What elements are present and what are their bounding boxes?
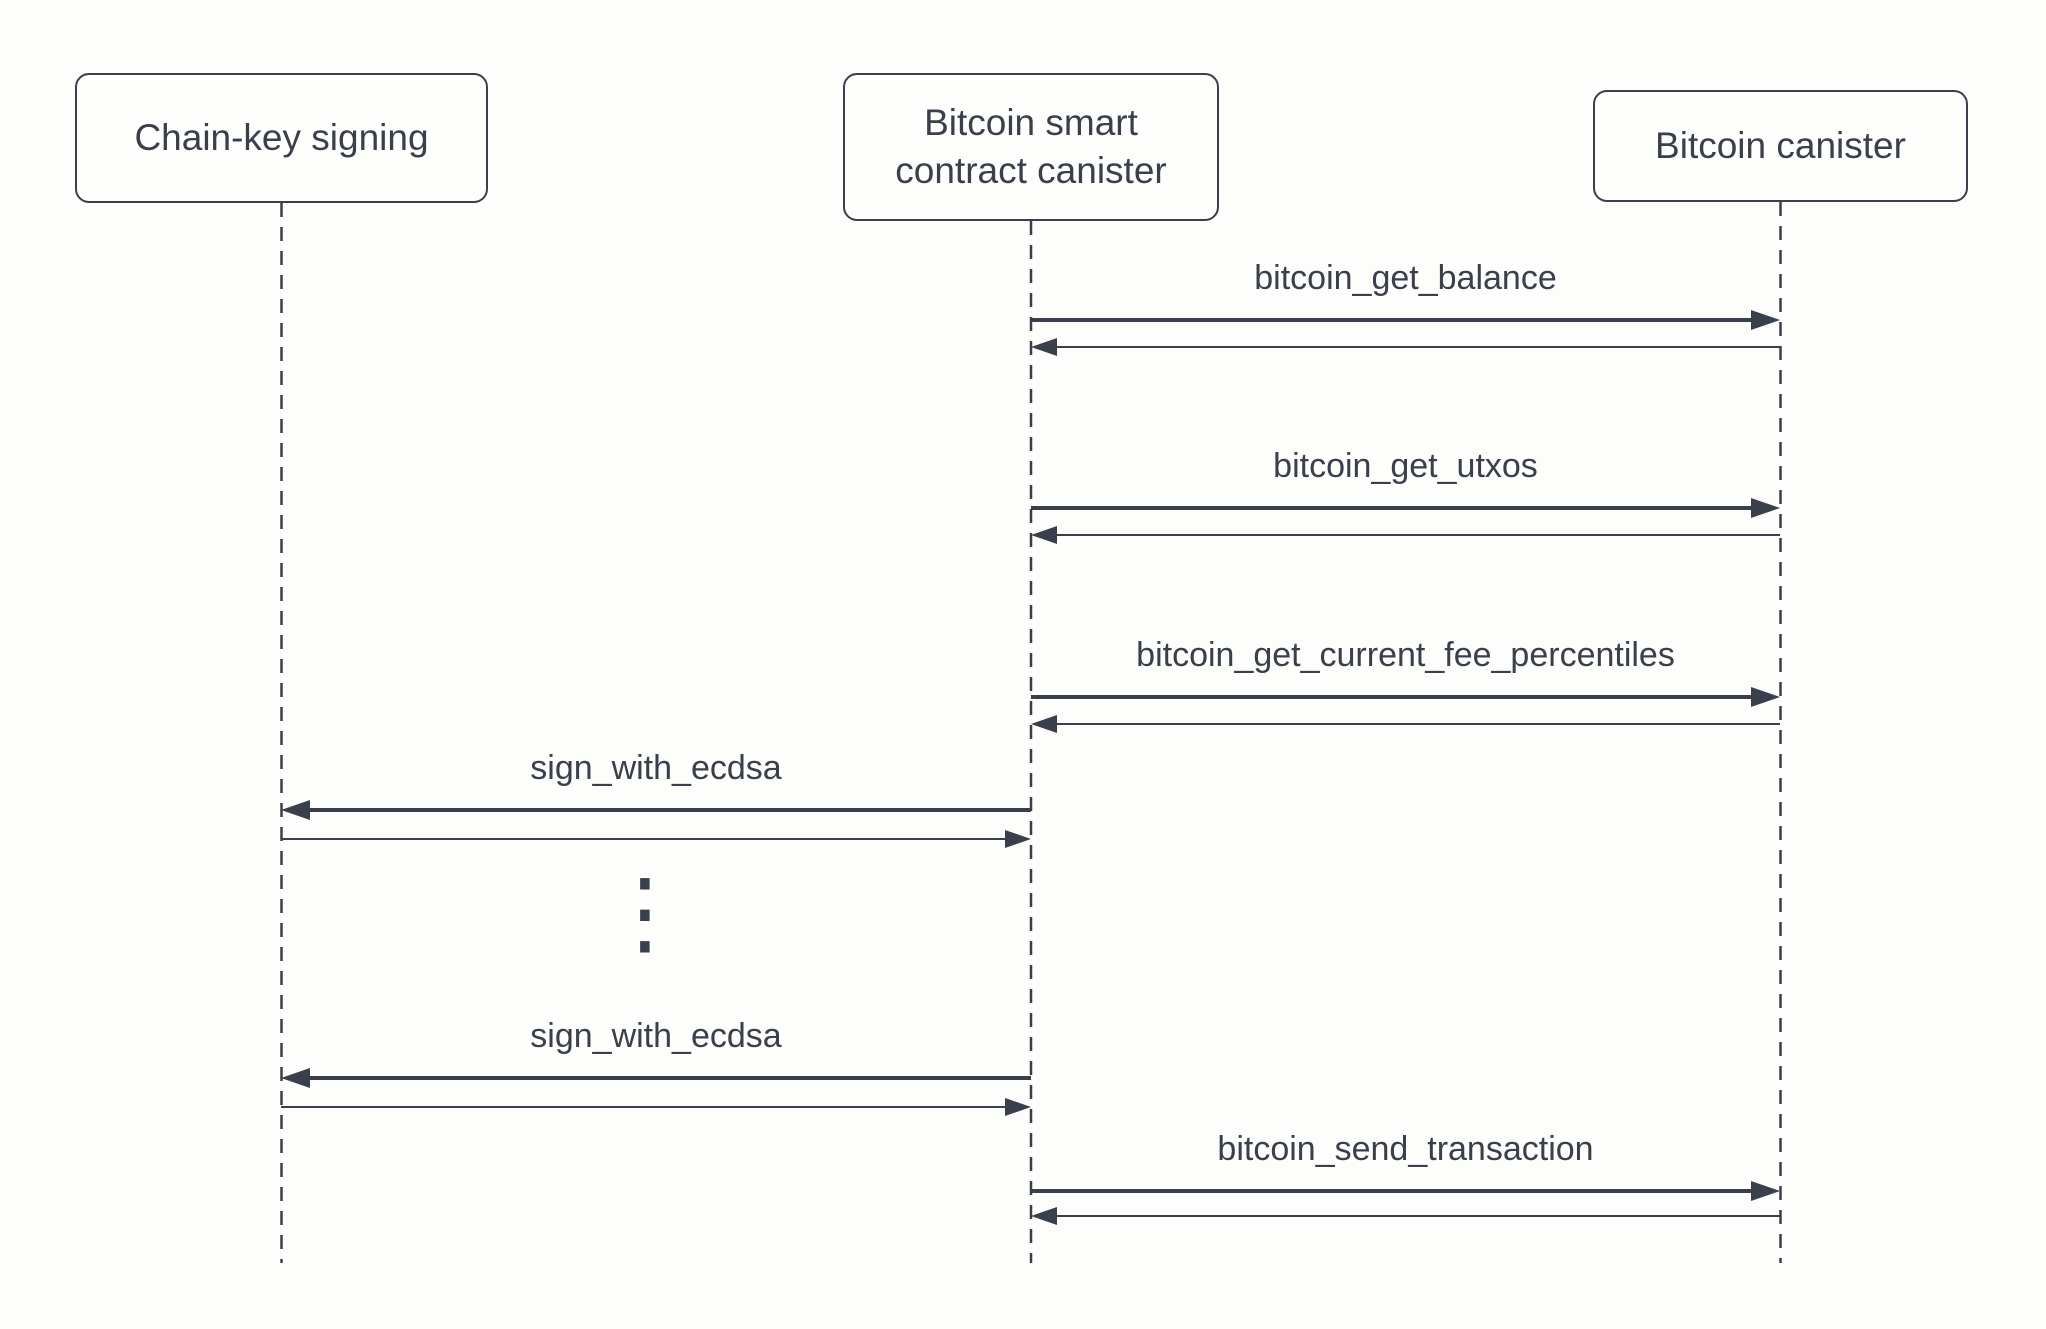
request-arrow-bitcoin-get-current-fee-percentiles <box>1031 687 1780 707</box>
message-label-bitcoin-send-transaction: bitcoin_send_transaction <box>1217 1130 1594 1168</box>
arrow-head <box>1751 1181 1780 1201</box>
message-label-sign-with-ecdsa-1: sign_with_ecdsa <box>530 749 782 787</box>
arrow-head <box>1031 715 1057 733</box>
return-arrow-bitcoin-send-transaction <box>1031 1207 1780 1225</box>
actor-box-bitcoin-smart-contract-canister: Bitcoin smart contract canister <box>843 73 1219 221</box>
arrow-head <box>1031 526 1057 544</box>
actor-label-bitcoin-smart-contract-canister: Bitcoin smart contract canister <box>895 101 1167 191</box>
arrow-head <box>1751 310 1780 330</box>
return-arrow-sign-with-ecdsa-2 <box>281 1098 1031 1116</box>
arrow-head <box>1005 1098 1031 1116</box>
arrow-head <box>1751 687 1780 707</box>
arrow-head <box>1751 498 1780 518</box>
request-arrow-bitcoin-get-balance <box>1031 310 1780 330</box>
actor-label-chain-key-signing: Chain-key signing <box>134 116 429 158</box>
return-arrow-bitcoin-get-balance <box>1031 338 1780 356</box>
continuation-ellipsis: ⋮ <box>599 858 691 966</box>
actor-box-chain-key-signing: Chain-key signing <box>75 73 488 203</box>
message-label-bitcoin-get-current-fee-percentiles: bitcoin_get_current_fee_percentiles <box>1136 636 1675 674</box>
return-arrow-bitcoin-get-utxos <box>1031 526 1780 544</box>
request-arrow-bitcoin-send-transaction <box>1031 1181 1780 1201</box>
actor-box-bitcoin-canister: Bitcoin canister <box>1593 90 1968 202</box>
arrow-head <box>1031 338 1057 356</box>
arrow-head <box>281 1068 310 1088</box>
message-label-bitcoin-get-balance: bitcoin_get_balance <box>1254 259 1557 297</box>
request-arrow-sign-with-ecdsa-2 <box>281 1068 1031 1088</box>
return-arrow-sign-with-ecdsa-1 <box>281 830 1031 848</box>
arrow-head <box>281 800 310 820</box>
request-arrow-bitcoin-get-utxos <box>1031 498 1780 518</box>
message-label-sign-with-ecdsa-2: sign_with_ecdsa <box>530 1017 782 1055</box>
arrow-head <box>1031 1207 1057 1225</box>
actor-label-bitcoin-canister: Bitcoin canister <box>1655 124 1906 166</box>
return-arrow-bitcoin-get-current-fee-percentiles <box>1031 715 1780 733</box>
message-label-bitcoin-get-utxos: bitcoin_get_utxos <box>1273 447 1538 485</box>
arrow-head <box>1005 830 1031 848</box>
request-arrow-sign-with-ecdsa-1 <box>281 800 1031 820</box>
